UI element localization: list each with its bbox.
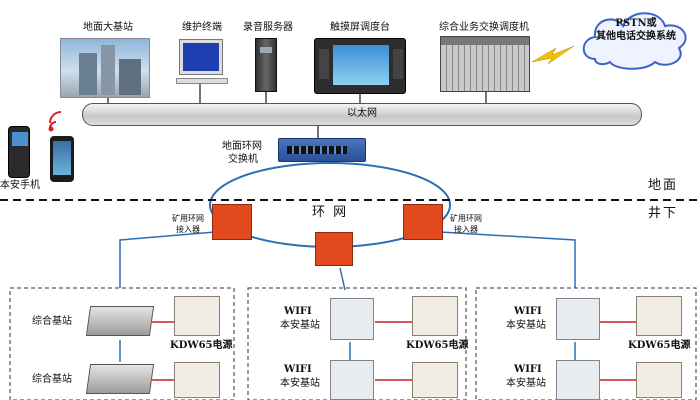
mid-station2-label: 本安基站 <box>280 378 320 389</box>
maintenance-terminal-keyboard <box>176 78 228 84</box>
mining-access-right-label-line2: 接入器 <box>454 225 478 234</box>
left-station1-label: 综合基站 <box>32 316 72 327</box>
ring-switch <box>278 138 366 162</box>
ring-switch-label-line2: 交换机 <box>228 154 258 165</box>
recording-server-tower <box>255 38 277 92</box>
right-power-label: KDW65电源 <box>628 340 691 351</box>
left-integrated-station-1 <box>85 306 155 336</box>
mid-power-unit <box>412 296 458 336</box>
ethernet-bus <box>82 103 642 126</box>
ethernet-label: 以太网 <box>347 108 377 119</box>
right-wifi1-label: WIFI <box>514 306 542 317</box>
handset-label: 本安手机 <box>0 180 40 191</box>
integrated-switch-label: 综合业务交换调度机 <box>439 22 529 33</box>
right-wifi-station-2 <box>556 360 600 400</box>
panel-left-border <box>9 287 235 400</box>
left-power-unit-2 <box>174 362 220 398</box>
mid-wifi-station-2 <box>330 360 374 400</box>
mid-station1-label: 本安基站 <box>280 320 320 331</box>
underground-label: 井下 <box>648 206 679 221</box>
touchscreen-console-label: 触摸屏调度台 <box>330 22 390 33</box>
left-station2-label: 综合基站 <box>32 374 72 385</box>
handset-phone <box>8 126 30 178</box>
trunk-right <box>439 231 576 288</box>
mining-access-middle <box>315 232 353 266</box>
mining-access-right <box>403 204 443 240</box>
right-station2-label: 本安基站 <box>506 378 546 389</box>
surface-label: 地面 <box>648 178 679 193</box>
panel-middle-border <box>247 287 467 400</box>
ground-station-building <box>60 38 150 98</box>
mid-wifi-station-1 <box>330 298 374 340</box>
left-integrated-station-2 <box>85 364 155 394</box>
right-station1-label: 本安基站 <box>506 320 546 331</box>
pstn-label-line2: 其他电话交换系统 <box>596 31 676 42</box>
mining-access-right-label: 矿用环网 <box>450 214 482 223</box>
right-wifi2-label: WIFI <box>514 364 542 375</box>
mining-access-left <box>212 204 252 240</box>
mining-access-left-label-line2: 接入器 <box>176 225 200 234</box>
right-power-unit <box>636 296 682 336</box>
handset-smartphone <box>50 136 74 182</box>
mid-wifi2-label: WIFI <box>284 364 312 375</box>
ring-label: 环 网 <box>312 205 349 220</box>
right-wifi-station-1 <box>556 298 600 340</box>
ground-station-label: 地面大基站 <box>83 22 133 33</box>
touchscreen-console <box>314 38 406 94</box>
maintenance-terminal-label: 维护终端 <box>182 22 222 33</box>
integrated-switch-rack <box>440 36 530 92</box>
right-power-unit-2 <box>636 362 682 398</box>
mid-power-label: KDW65电源 <box>406 340 469 351</box>
mining-access-left-label: 矿用环网 <box>172 214 204 223</box>
left-power-unit <box>174 296 220 336</box>
wifi-signal-icon <box>48 111 62 132</box>
recording-server-label: 录音服务器 <box>243 22 293 33</box>
left-power-label: KDW65电源 <box>170 340 233 351</box>
maintenance-terminal-monitor <box>179 39 223 75</box>
panel-right-border <box>475 287 697 400</box>
trunk-left <box>119 231 216 288</box>
trunk-middle <box>339 267 346 291</box>
ring-switch-label: 地面环网 <box>222 141 262 152</box>
mid-power-unit-2 <box>412 362 458 398</box>
mid-wifi1-label: WIFI <box>284 306 312 317</box>
pstn-cloud <box>582 12 687 70</box>
pstn-label: PSTN或 <box>615 18 657 29</box>
lightning-icon <box>531 45 575 65</box>
